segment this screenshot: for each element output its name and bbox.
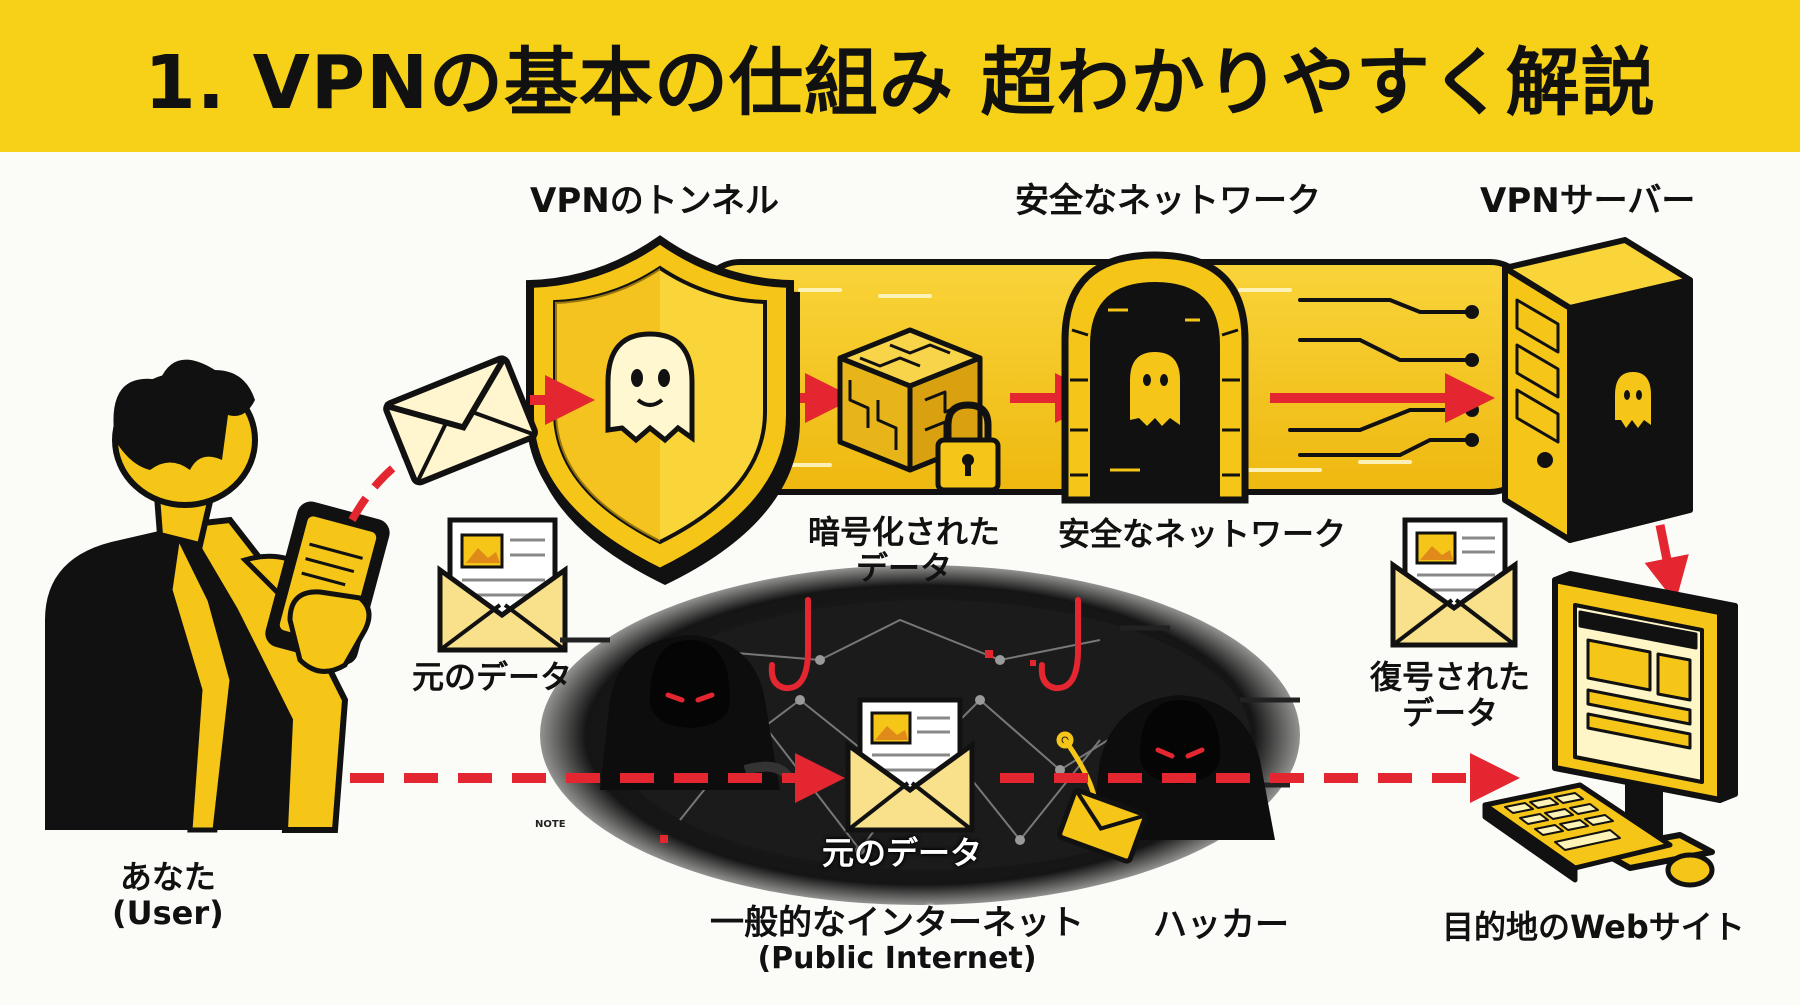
envelope-icon xyxy=(383,355,538,486)
title-banner: 1. VPNの基本の仕組み 超わかりやすく解説 xyxy=(0,0,1800,152)
page-title: 1. VPNの基本の仕組み 超わかりやすく解説 xyxy=(144,39,1656,126)
decrypted-data-label: 復号された データ xyxy=(1370,658,1531,732)
fishing-hook-icon xyxy=(768,597,811,692)
vpn-tunnel-label: VPNのトンネル xyxy=(530,181,780,221)
destination-label: 目的地のWebサイト xyxy=(1442,908,1745,946)
smartphone-icon xyxy=(265,501,390,674)
decrypted-data-line1: 復号された xyxy=(1370,658,1531,696)
safe-network-top-label: 安全なネットワーク xyxy=(1015,181,1321,221)
mouse-icon xyxy=(1665,852,1715,888)
user-label: あなた (User) xyxy=(112,858,224,932)
padlock-icon xyxy=(935,401,1001,493)
encrypted-data-label: 暗号化された データ xyxy=(808,513,1001,587)
vpn-server-label: VPNサーバー xyxy=(1480,181,1696,221)
original-data-center-label: 元のデータ xyxy=(822,834,983,872)
open-letter-icon xyxy=(437,517,568,653)
envelope-icon xyxy=(1057,788,1148,864)
public-internet-line2: (Public Internet) xyxy=(757,941,1037,977)
person-icon xyxy=(45,359,349,833)
hacker-icon xyxy=(1090,695,1275,840)
encrypted-data-line1: 暗号化された xyxy=(808,513,1001,551)
decrypted-data-line2: データ xyxy=(1402,693,1499,732)
open-letter-icon xyxy=(1390,517,1518,648)
original-data-left-label: 元のデータ xyxy=(412,658,573,696)
open-letter-icon xyxy=(845,697,975,833)
encrypted-data-line2: データ xyxy=(856,548,953,587)
server-to-website-arrow xyxy=(1644,524,1689,603)
encrypted-cube-icon xyxy=(837,327,983,473)
user-label-line2: (User) xyxy=(112,893,224,932)
safe-network-bottom-label: 安全なネットワーク xyxy=(1058,515,1347,553)
user-label-line1: あなた xyxy=(119,858,216,896)
noise-text: NOTE xyxy=(535,819,566,830)
fishing-hook-icon xyxy=(1038,597,1081,692)
hacker-label: ハッカー xyxy=(1153,905,1289,945)
hacker-icon xyxy=(600,635,795,790)
keyboard-icon xyxy=(1482,782,1673,883)
tunnel-gate-icon xyxy=(1061,251,1249,504)
public-internet-label: 一般的なインターネット (Public Internet) xyxy=(710,904,1084,976)
server-icon xyxy=(1502,237,1693,543)
monitor-icon xyxy=(1552,571,1738,871)
public-internet-line1: 一般的なインターネット xyxy=(710,903,1084,943)
ghost-icon xyxy=(605,331,695,444)
